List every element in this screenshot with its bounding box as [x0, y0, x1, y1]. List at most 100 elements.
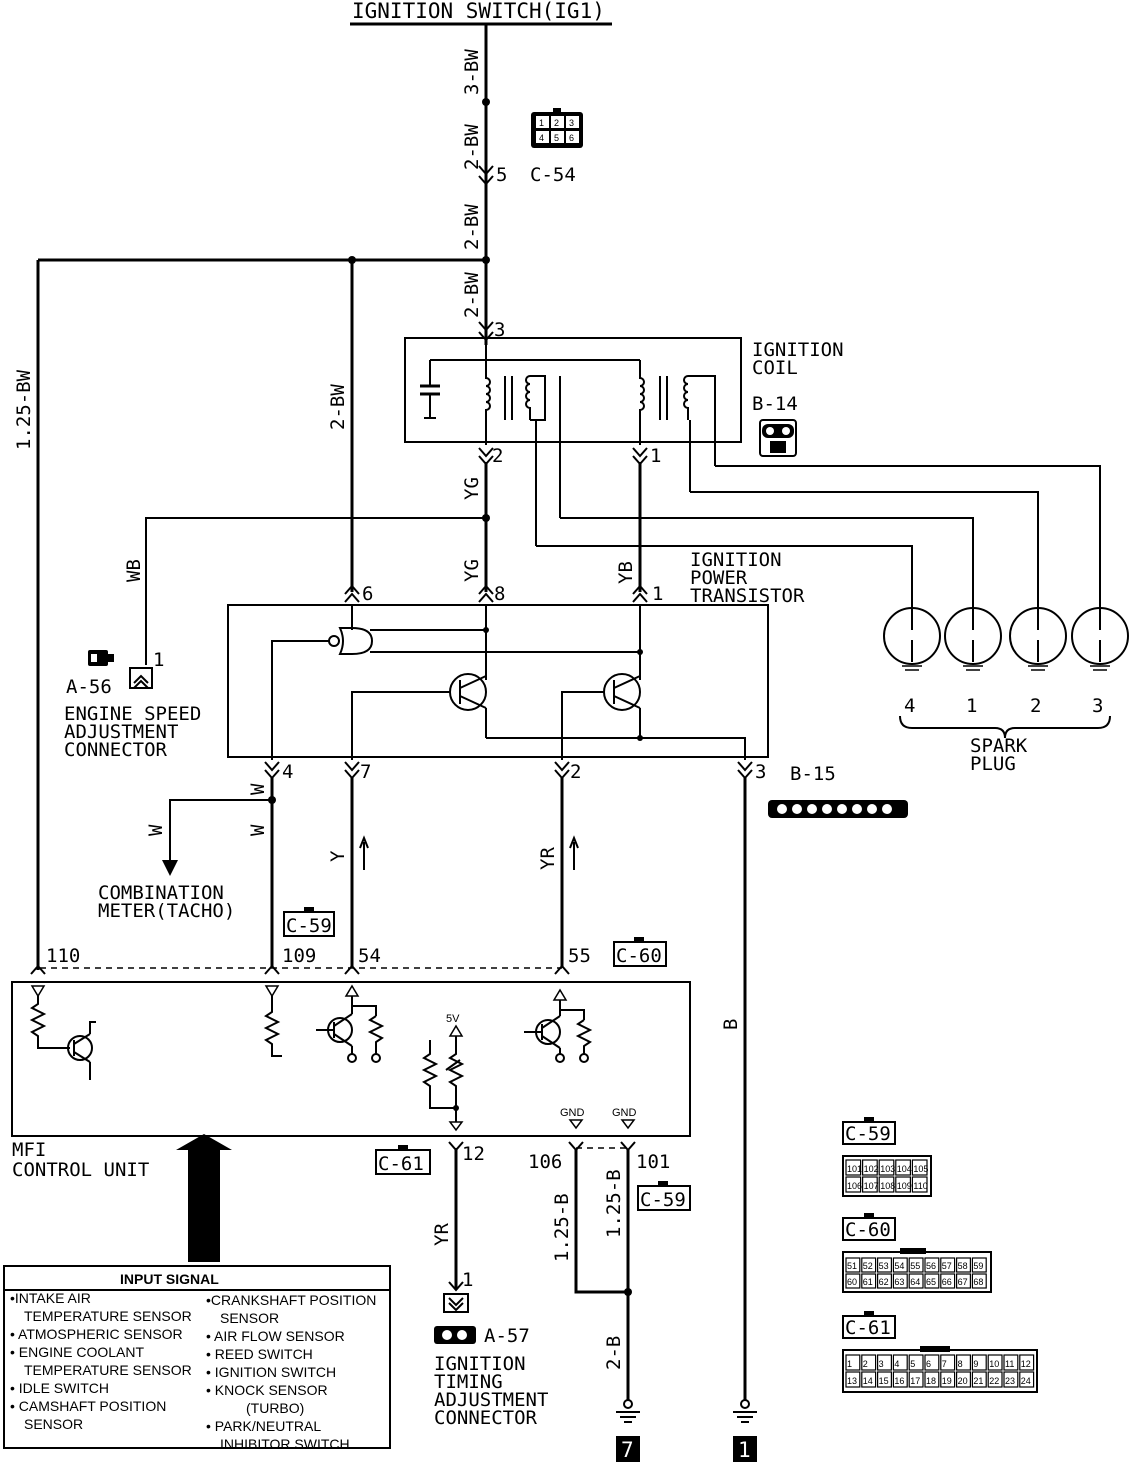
connector-arrow-icon — [478, 321, 494, 342]
svg-text:6: 6 — [569, 133, 574, 143]
legend-pin-cell — [940, 1371, 956, 1388]
legend-pin-cell — [861, 1257, 877, 1273]
legend-pin-cell — [1003, 1354, 1019, 1371]
legend-pin-number: 102 — [864, 1164, 879, 1174]
combination-meter-label: METER(TACHO) — [98, 900, 235, 922]
pin-110: 110 — [46, 945, 80, 967]
legend-pin-number: 4 — [894, 1359, 899, 1369]
pin-106: 106 — [528, 1151, 562, 1173]
legend-pin-number: 8 — [958, 1359, 963, 1369]
nand-gate-icon — [328, 635, 340, 647]
engine-speed-label: ENGINE SPEED — [64, 703, 201, 725]
connector-arrow-icon — [568, 1141, 584, 1152]
legend-pin-cell — [940, 1354, 956, 1371]
wire-label-y: Y — [327, 850, 349, 862]
spark-lead-1 — [560, 517, 974, 610]
connector-c59-icon — [637, 1181, 691, 1211]
pin-2: 2 — [492, 445, 503, 467]
wire-label-yg: YG — [461, 559, 483, 582]
internal-wire — [351, 691, 450, 760]
pin-109: 109 — [282, 945, 316, 967]
connector-arrow-icon — [737, 761, 753, 780]
legend-pin-number: 14 — [863, 1376, 873, 1386]
input-signal-item: SENSOR — [24, 1416, 83, 1432]
connector-a56-terminal — [129, 667, 153, 689]
legend-pin-cell — [1003, 1371, 1019, 1388]
legend-pin-number: 22 — [989, 1376, 999, 1386]
power-transistor-label: POWER — [690, 567, 748, 589]
connector-arrow-icon — [554, 964, 570, 975]
ground-point-7-badge — [616, 1436, 640, 1462]
wire-label-125b: 1.25-B — [551, 1193, 573, 1262]
engine-speed-label: CONNECTOR — [64, 739, 168, 761]
legend-pin-number: 106 — [847, 1181, 862, 1191]
ignition-timing-label: ADJUSTMENT — [434, 1389, 548, 1411]
legend-c60-tag — [842, 1213, 896, 1241]
spark-lead-4 — [536, 545, 913, 610]
legend-pin-cell — [971, 1273, 987, 1289]
pin-55: 55 — [568, 945, 591, 967]
legend-pin-number: 15 — [879, 1376, 889, 1386]
pin-1: 1 — [650, 445, 661, 467]
terminal-icon — [344, 984, 360, 997]
legend-c61-tag — [842, 1311, 896, 1339]
connector-arrow-icon — [632, 584, 648, 603]
legend-c59-label: C-59 — [845, 1123, 891, 1145]
legend-pin-number: 7 — [942, 1359, 947, 1369]
wire-125b — [574, 1150, 628, 1294]
input-signal-arrow-icon — [176, 1134, 232, 1262]
connector-c61-icon — [375, 1145, 431, 1175]
ground-icon — [616, 1399, 640, 1423]
legend-pin-number: 105 — [913, 1164, 928, 1174]
connector-a57-label: A-57 — [484, 1325, 530, 1347]
plug-number: 4 — [904, 695, 915, 717]
internal-wire — [561, 691, 604, 760]
input-signal-item: • AIR FLOW SENSOR — [206, 1328, 345, 1344]
ground-point-7: 7 — [621, 1438, 634, 1462]
spark-plug-brace — [899, 715, 1111, 739]
pin-54: 54 — [358, 945, 381, 967]
legend-pin-cell — [845, 1257, 861, 1273]
junction-dot — [637, 649, 643, 655]
mfi-label: CONTROL UNIT — [12, 1159, 149, 1181]
wire-label-b: B — [720, 1019, 742, 1030]
legend-pin-number: 63 — [894, 1277, 904, 1287]
legend-pin-cell — [845, 1354, 861, 1371]
input-signal-item: • REED SWITCH — [206, 1346, 313, 1362]
internal-wire — [271, 640, 329, 760]
plug-number: 3 — [1092, 695, 1103, 717]
spark-plug-2-icon — [1009, 607, 1067, 671]
svg-text:2: 2 — [554, 118, 559, 128]
ground-point-1-badge — [733, 1436, 757, 1462]
connector-c59-icon — [283, 907, 335, 937]
input-signal-item: • ENGINE COOLANT — [10, 1344, 144, 1360]
legend-pin-cell — [971, 1257, 987, 1273]
wire-label-yg: YG — [461, 477, 483, 500]
engine-speed-label: ADJUSTMENT — [64, 721, 178, 743]
plug-number: 2 — [1030, 695, 1041, 717]
terminal-icon — [448, 1121, 464, 1132]
legend-c60-key — [900, 1248, 926, 1254]
legend-pin-cell — [861, 1176, 878, 1193]
variable-arrow — [445, 1059, 461, 1071]
coil-primary-icon — [639, 360, 645, 445]
legend-pin-cell — [971, 1371, 987, 1388]
junction-dot — [483, 627, 489, 633]
combination-meter-label: COMBINATION — [98, 882, 224, 904]
legend-pin-number: 60 — [847, 1277, 857, 1287]
legend-pin-cell — [940, 1257, 956, 1273]
legend-pin-cell — [876, 1371, 892, 1388]
input-signal-item: • IDLE SWITCH — [10, 1380, 109, 1396]
power-transistor-label: IGNITION — [690, 549, 782, 571]
legend-pin-number: 65 — [926, 1277, 936, 1287]
terminal-icon — [448, 1024, 464, 1037]
legend-c60-label: C-60 — [845, 1219, 891, 1241]
ignition-timing-label: IGNITION — [434, 1353, 526, 1375]
input-signal-item: • PARK/NEUTRAL — [206, 1418, 321, 1434]
wire-label-2bw: 2-BW — [461, 124, 483, 170]
